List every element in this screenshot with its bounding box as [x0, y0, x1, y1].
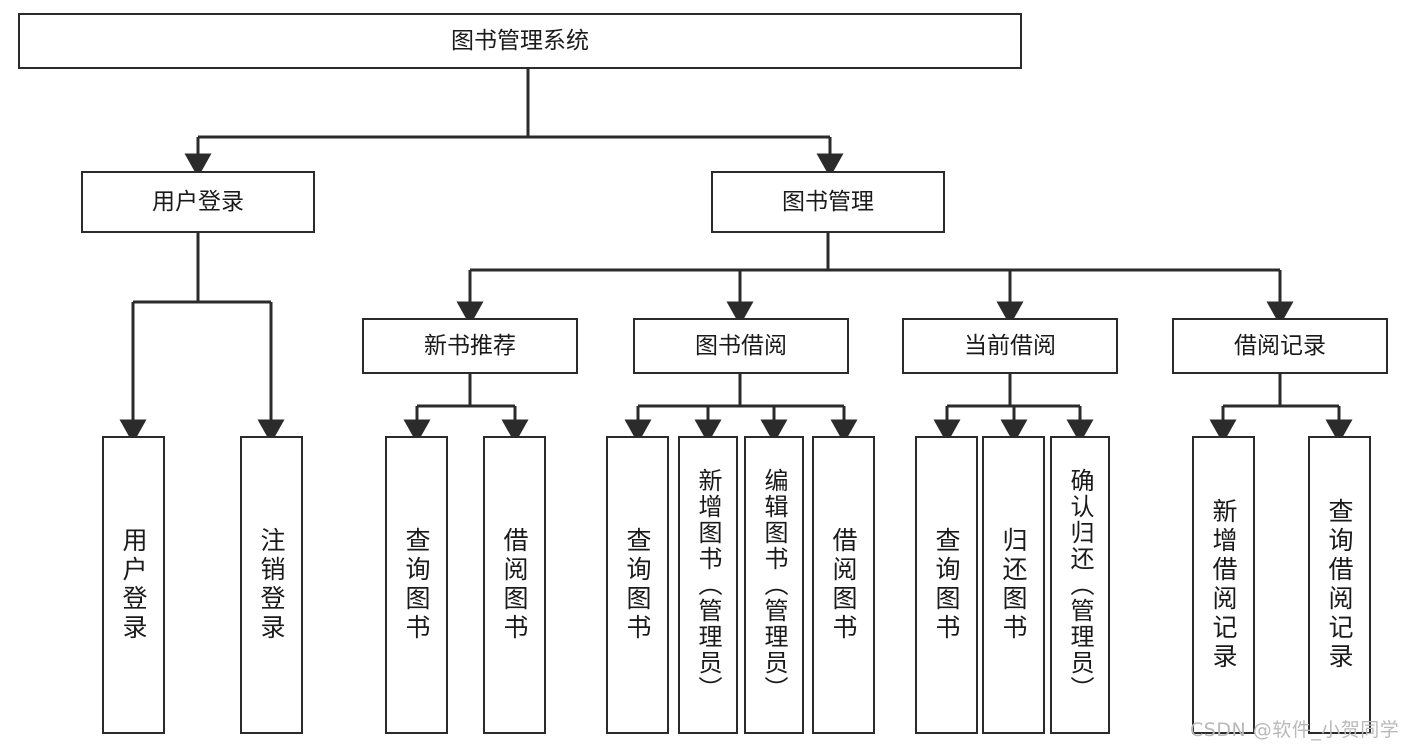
node-book-borrowing[interactable]: 图书借阅 — [633, 318, 849, 374]
leaf-query-book-rec[interactable]: 查询图书 — [385, 436, 448, 734]
leaf-borrow-book[interactable]: 借阅图书 — [812, 436, 875, 734]
node-label: 确认归还（管理员） — [1066, 468, 1094, 702]
leaf-edit-book-admin[interactable]: 编辑图书（管理员） — [744, 436, 804, 734]
node-label: 借阅图书 — [500, 527, 529, 643]
node-current-borrowing[interactable]: 当前借阅 — [902, 318, 1118, 374]
node-label: 新增借阅记录 — [1209, 498, 1238, 672]
leaf-add-book-admin[interactable]: 新增图书（管理员） — [678, 436, 738, 734]
node-user-login[interactable]: 用户登录 — [81, 171, 315, 233]
node-label: 用户登录 — [152, 188, 244, 215]
leaf-return-book[interactable]: 归还图书 — [982, 436, 1045, 734]
node-label: 图书管理系统 — [451, 27, 589, 54]
node-root-book-management-system[interactable]: 图书管理系统 — [18, 13, 1022, 69]
node-label: 当前借阅 — [964, 332, 1056, 359]
leaf-confirm-return-admin[interactable]: 确认归还（管理员） — [1050, 436, 1110, 734]
leaf-query-book-borrow[interactable]: 查询图书 — [606, 436, 669, 734]
node-label: 图书管理 — [782, 188, 874, 215]
node-label: 查询图书 — [932, 527, 961, 643]
leaf-user-login[interactable]: 用户登录 — [102, 436, 165, 734]
node-label: 查询借阅记录 — [1325, 498, 1354, 672]
node-label: 归还图书 — [999, 527, 1028, 643]
node-label: 编辑图书（管理员） — [760, 468, 788, 702]
leaf-query-book-current[interactable]: 查询图书 — [915, 436, 978, 734]
node-label: 借阅记录 — [1234, 332, 1326, 359]
watermark: CSDN @软件_小贺同学 — [1190, 719, 1400, 741]
node-label: 借阅图书 — [829, 527, 858, 643]
node-new-book-recommendation[interactable]: 新书推荐 — [362, 318, 578, 374]
leaf-borrow-book-rec[interactable]: 借阅图书 — [483, 436, 546, 734]
leaf-add-borrow-record[interactable]: 新增借阅记录 — [1192, 436, 1255, 734]
node-label: 新书推荐 — [424, 332, 516, 359]
node-label: 查询图书 — [623, 527, 652, 643]
node-borrowing-record[interactable]: 借阅记录 — [1172, 318, 1388, 374]
node-label: 查询图书 — [402, 527, 431, 643]
node-label: 注销登录 — [257, 527, 286, 643]
node-book-management[interactable]: 图书管理 — [711, 171, 945, 233]
node-label: 新增图书（管理员） — [694, 468, 722, 702]
node-label: 用户登录 — [119, 527, 148, 643]
leaf-query-borrow-record[interactable]: 查询借阅记录 — [1308, 436, 1371, 734]
leaf-logout[interactable]: 注销登录 — [240, 436, 303, 734]
node-label: 图书借阅 — [695, 332, 787, 359]
